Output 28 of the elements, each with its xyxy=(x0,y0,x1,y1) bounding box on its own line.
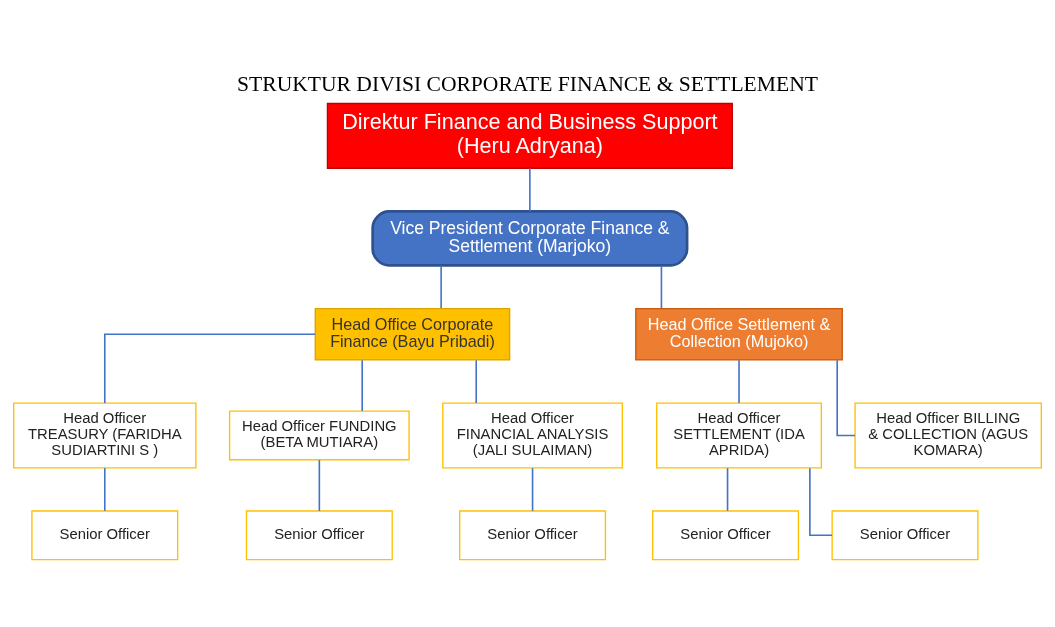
connector xyxy=(531,466,534,512)
node-box: Head Office Settlement & Collection (Mujoko) xyxy=(635,307,843,361)
node-box: Head Officer SETTLEMENT (IDA APRIDA) xyxy=(656,401,823,468)
node-box: Vice President Corporate Finance & Settlement (Marjoko) xyxy=(371,209,689,267)
node-box: Head Officer BILLING & COLLECTION (AGUS KOMARA) xyxy=(854,401,1042,468)
node-box: Senior Officer xyxy=(31,509,179,560)
connector xyxy=(318,458,321,512)
node-box: Senior Officer xyxy=(652,509,800,560)
connector xyxy=(440,264,442,309)
connector xyxy=(103,332,316,404)
node-box: Head Office Corporate Finance (Bayu Pribadi) xyxy=(314,307,511,361)
connector xyxy=(361,359,363,412)
node-box: Senior Officer xyxy=(459,509,607,560)
connector xyxy=(475,359,478,404)
connector xyxy=(529,167,531,212)
connector xyxy=(103,466,106,512)
node-box: Senior Officer xyxy=(831,509,979,560)
node-box: Direktur Finance and Business Support (Heru Adryana) xyxy=(326,102,733,169)
connector xyxy=(726,466,729,512)
connector xyxy=(660,264,663,309)
node-box: Head Officer FUNDING (BETA MUTIARA) xyxy=(228,410,410,460)
diagram-title: STRUKTUR DIVISI CORPORATE FINANCE & SETTLEMENT xyxy=(237,71,818,96)
connector xyxy=(809,466,833,536)
connector xyxy=(738,359,740,404)
node-box: Senior Officer xyxy=(245,509,393,560)
node-box: Head Officer TREASURY (FARIDHA SUDIARTINI S ) xyxy=(13,401,197,468)
node-box: Head Officer FINANCIAL ANALYSIS (JALI SULAIMAN) xyxy=(442,401,623,468)
connector xyxy=(836,359,856,436)
